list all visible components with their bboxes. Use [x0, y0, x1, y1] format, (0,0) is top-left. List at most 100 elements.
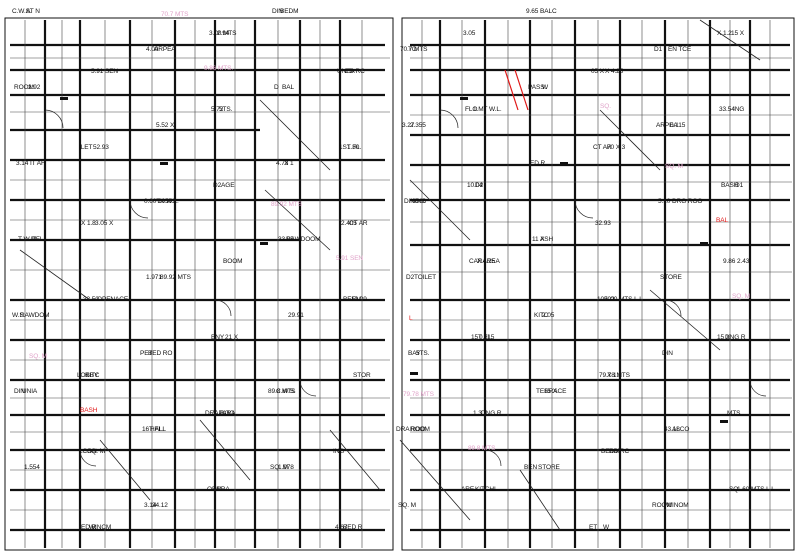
plan-label: 1.978: [278, 464, 294, 471]
plan-label: 5.91 SEN: [336, 255, 364, 262]
plan-label: ARE: [461, 486, 475, 493]
plan-label: 3.14: [16, 160, 29, 167]
plan-label: T W.M: [18, 236, 37, 243]
plan-label: C.W.S.: [276, 388, 296, 395]
diagonal-strokes: [19, 19, 761, 531]
plan-label: SQ. M: [29, 353, 47, 360]
plan-label: ET: [589, 524, 598, 531]
plan-label: BEDM: [280, 8, 299, 15]
plan-label: SQ. M: [270, 464, 288, 471]
plan-label: 05 X: [412, 198, 425, 205]
plan-label: OERRA: [207, 486, 230, 493]
plan-label: ED R: [530, 160, 546, 167]
plan-label: HALL: [150, 426, 166, 433]
plan-label: 4.73: [276, 160, 289, 167]
plan-label: 16T FL.: [142, 426, 164, 433]
plan-label: EN TCE: [668, 46, 692, 53]
plan-label: 5TS.: [416, 350, 430, 357]
plan-label: 1.554: [24, 464, 40, 471]
plan-label: 3.05: [463, 30, 476, 37]
plan-label: X 1: [284, 160, 294, 167]
plan-label: DRA ROO: [205, 410, 235, 417]
plan-label: 4.67: [335, 524, 348, 531]
plan-label: CARAREA: [469, 258, 500, 265]
plan-label: 15 X: [731, 30, 744, 37]
plan-label: MTS: [727, 410, 741, 417]
plan-label: WINCM: [89, 524, 112, 531]
plan-label: 1.30: [347, 144, 360, 151]
plan-label: RAWDOOM: [286, 236, 321, 243]
plan-label: 1.MT W.L.: [473, 106, 502, 113]
plan-label: 70 X 3: [607, 144, 626, 151]
plan-label: RAWDOM: [20, 312, 50, 319]
plan-label: IT AF: [30, 160, 45, 167]
plan-label: BASH: [721, 182, 739, 189]
plan-label: 2.94: [217, 30, 230, 37]
plan-label: BAL: [716, 217, 728, 224]
plan-label: D1: [654, 46, 663, 53]
plan-label: 15 X: [544, 388, 557, 395]
plan-label: 10501: [158, 198, 176, 205]
plan-label: 5.52 X: [156, 122, 175, 129]
plan-label: 15T FL.: [471, 334, 493, 341]
plan-label: SQ.: [729, 486, 740, 493]
plan-label: 52.93: [93, 144, 109, 151]
plan-label: 2.355: [410, 122, 426, 129]
plan-label: 1.00 MTS L.L.: [605, 296, 645, 303]
plan-label: OPENACE: [97, 296, 129, 303]
plan-label: UNEA: [337, 68, 355, 75]
plan-label: D2: [406, 274, 415, 281]
plan-label: 1.971: [146, 274, 162, 281]
plan-label: ILET: [79, 144, 93, 151]
plan-label: ALCO: [672, 426, 690, 433]
plan-label: 89.8 MTS: [468, 445, 496, 452]
plan-label: 2.05: [542, 312, 555, 319]
plan-label: ASH: [540, 236, 554, 243]
plan-label: 34.12: [152, 502, 168, 509]
plan-label: KITCHI: [475, 486, 496, 493]
plan-label: BEDM: [601, 448, 620, 455]
plan-label: D: [274, 84, 279, 91]
plan-label: SQ. M: [732, 293, 750, 300]
plan-label: W: [542, 84, 549, 91]
plan-label: DIN: [14, 388, 25, 395]
plan-label: ING: [733, 106, 745, 113]
plan-label: 29.91: [288, 312, 304, 319]
plan-label: DRG ROO: [672, 198, 703, 205]
plan-label: X 1.2: [607, 372, 622, 379]
plan-label: 11 X: [532, 236, 545, 243]
plan-label: ING: [333, 448, 345, 455]
plan-label: STOR: [353, 372, 371, 379]
plan-label: TFL.: [32, 236, 45, 243]
plan-label: 89.92 MTS: [160, 274, 191, 281]
plan-label: TOILET: [414, 274, 437, 281]
door-swings: [44, 109, 767, 467]
plan-label: 3.14: [144, 502, 157, 509]
plan-label: 79.78 MTS: [403, 391, 434, 398]
plan-label: CT AR: [593, 144, 612, 151]
plan-label: 5.72: [211, 106, 224, 113]
plan-label: BALC: [540, 8, 557, 15]
plan-label: BEEM: [343, 296, 362, 303]
plan-label: PASS.: [528, 84, 547, 91]
plan-label: 3.00 MTS: [209, 30, 237, 37]
plan-label: SQ. M: [665, 163, 683, 170]
plan-label: 21 X: [225, 334, 238, 341]
plan-label: X 1.8: [81, 220, 96, 227]
plan-label: AGE: [221, 182, 235, 189]
plan-label: 33.54: [719, 106, 735, 113]
plan-label: 70.7 MTS: [161, 11, 189, 18]
plan-label: KITC: [85, 372, 100, 379]
thin-lines: [10, 20, 792, 548]
plan-label: LCON: [79, 448, 97, 455]
plan-label: 0.115: [479, 334, 495, 341]
plan-label: 9.65: [526, 8, 539, 15]
plan-label: 1.60 MTS L.L.: [737, 486, 777, 493]
plan-label: DIN: [662, 350, 673, 357]
plan-label: 1.3: [473, 410, 482, 417]
left-walls: [10, 20, 385, 548]
plan-label: 70.7 MTS: [400, 46, 428, 53]
plan-label: STORE: [660, 274, 682, 281]
plan-label: ROOM: [652, 502, 672, 509]
